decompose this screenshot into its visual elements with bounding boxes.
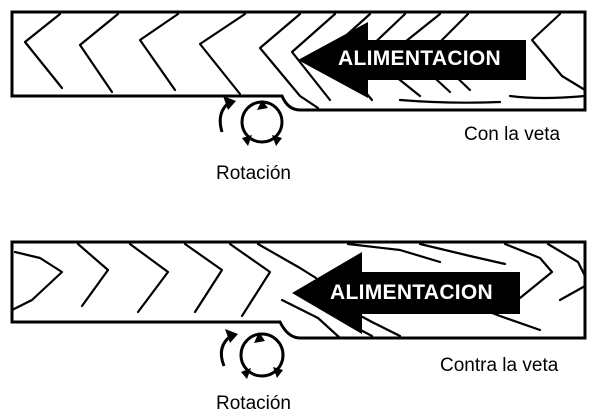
panel-with-grain	[10, 10, 587, 146]
rotation-label: Rotación	[216, 393, 291, 414]
feed-arrow	[298, 22, 526, 98]
feed-label: ALIMENTACION	[338, 47, 502, 70]
cutter-teeth	[241, 332, 283, 379]
cutter-head	[239, 332, 285, 378]
cutter-teeth	[242, 100, 282, 146]
grain-label: Con la veta	[464, 124, 561, 145]
rotation-arrow-icon	[219, 329, 238, 367]
feed-label: ALIMENTACION	[330, 281, 494, 304]
rotation-label: Rotación	[216, 163, 291, 184]
feed-arrow	[292, 252, 520, 334]
panel-against-grain	[10, 240, 587, 379]
rotation-arrow-icon	[218, 96, 236, 133]
grain-label: Contra la veta	[440, 355, 559, 376]
